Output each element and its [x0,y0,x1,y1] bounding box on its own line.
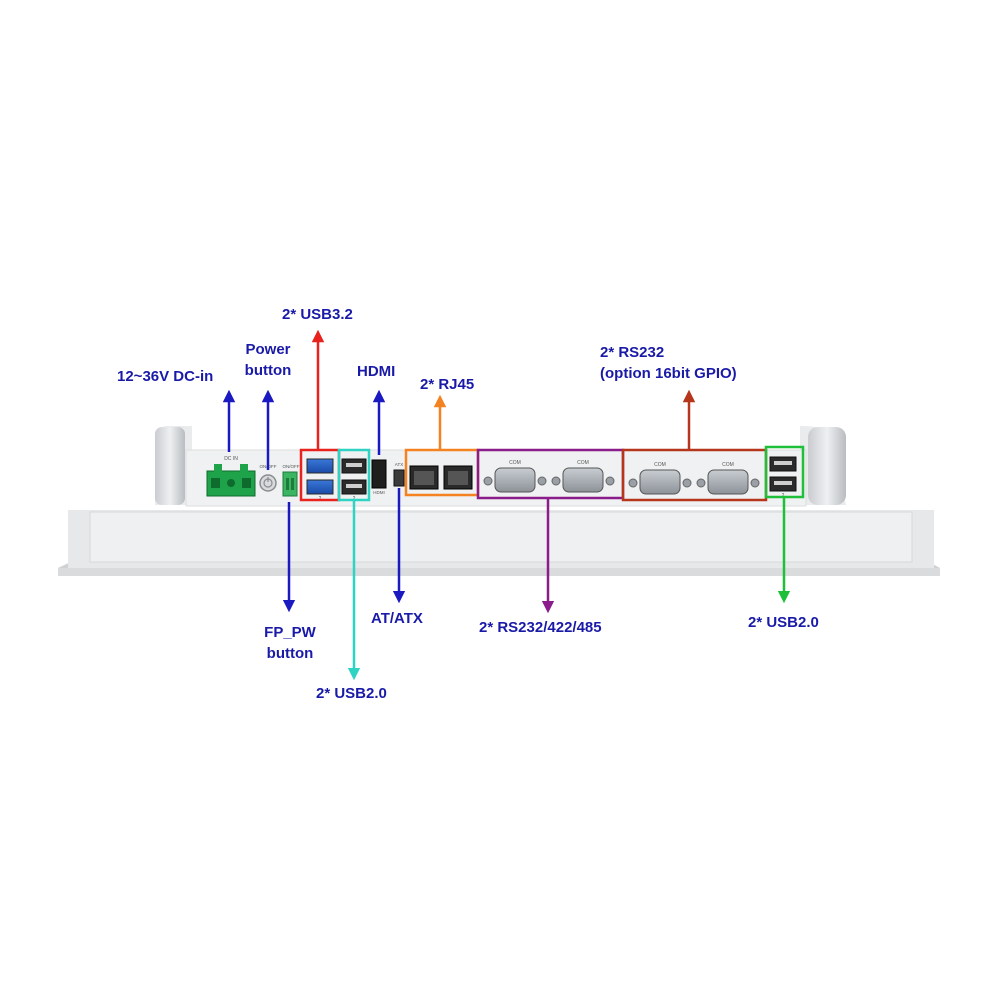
dc-in-mark: DC IN [224,456,238,462]
rj45-label: 2* RJ45 [420,376,475,393]
rs232-gpio-label-line1: 2* RS232 [600,344,665,361]
device-body [58,426,940,576]
fp-pw-label-line2: button [266,645,314,662]
usb20-right-ports: 2 [769,456,797,499]
power-button-label-line1: Power [245,341,291,358]
hdmi-mark: HDMI [373,490,385,495]
com-ports-3-4: COM COM [628,462,760,495]
fp-pw-label-line1: FP_PW [264,624,316,641]
power-button-label-line2: button [244,362,292,379]
fp-pw-label: FP_PW button [255,622,325,664]
com-mark-4: COM [722,462,734,468]
usb32-ports: 2 [306,458,334,502]
power-button-label: Power button [238,339,298,381]
hdmi-port: HDMI [371,459,387,495]
usb20-right-label: 2* USB2.0 [748,614,819,631]
fp-pw-connector: ON/OFF [282,464,300,497]
dc-in-connector: DC IN [206,456,256,497]
usb20-front-label: 2* USB2.0 [316,685,387,702]
rs232-gpio-label: 2* RS232 (option 16bit GPIO) [600,342,760,384]
at-atx-label: AT/ATX [371,610,423,627]
atx-mark: ATX [395,462,403,467]
right-bracket [808,427,846,505]
com-mark-1: COM [509,460,521,466]
rs232-422-485-label: 2* RS232/422/485 [479,619,602,636]
com-ports-1-2: COM COM [483,460,615,493]
usb32-label: 2* USB3.2 [282,306,353,323]
fp-pw-mark: ON/OFF [283,464,300,469]
rj45-ports [409,465,473,490]
left-bracket [155,427,185,505]
rs232-gpio-label-line2: (option 16bit GPIO) [600,365,737,382]
hdmi-label: HDMI [357,363,396,380]
dc-in-label: 12~36V DC-in [117,368,214,385]
com-mark-3: COM [654,462,666,468]
com-mark-2: COM [577,460,589,466]
at-atx-switch: ATX [393,462,405,487]
